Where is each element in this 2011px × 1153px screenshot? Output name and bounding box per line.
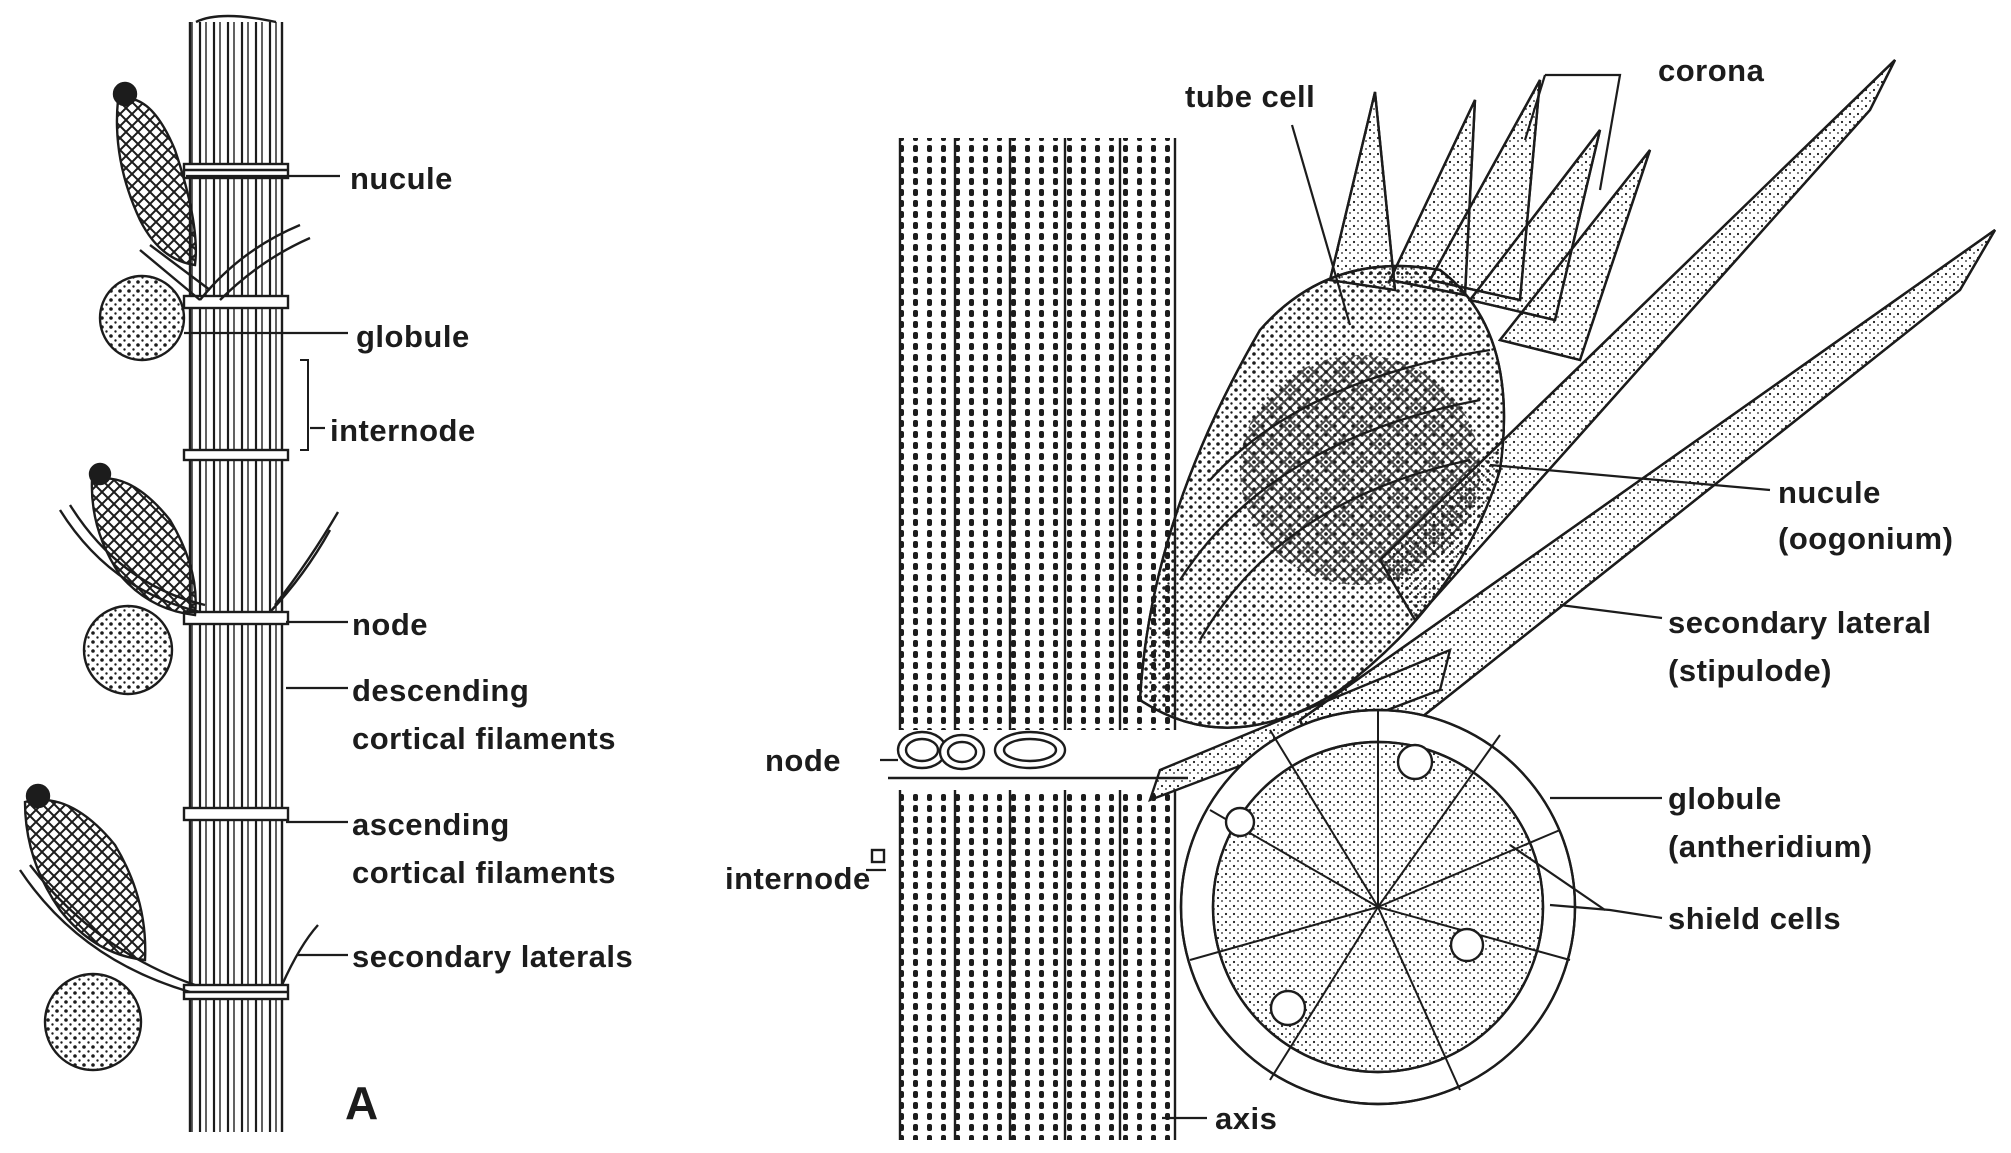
label-b-shield-cells: shield cells xyxy=(1668,900,1841,938)
panel-b-axis xyxy=(872,138,1188,1140)
label-a-ascending-cortical: cortical filaments xyxy=(352,854,616,892)
label-b-corona: corona xyxy=(1658,52,1764,90)
label-b-internode: internode xyxy=(725,860,871,898)
panel-a-letter: A xyxy=(345,1084,379,1122)
label-b-node: node xyxy=(765,742,841,780)
panel-a-globule-2 xyxy=(84,606,172,694)
label-a-internode: internode xyxy=(330,412,476,450)
label-a-descending-cortical: cortical filaments xyxy=(352,720,616,758)
panel-b-globule xyxy=(1181,710,1575,1104)
panel-b-drawing xyxy=(866,60,1995,1140)
label-a-descending: descending xyxy=(352,672,529,710)
label-a-nucule: nucule xyxy=(350,160,453,198)
panel-a-globule-1 xyxy=(100,276,184,360)
label-b-stipulode: (stipulode) xyxy=(1668,652,1832,690)
label-b-nucule: nucule xyxy=(1778,474,1881,512)
label-b-axis: axis xyxy=(1215,1100,1277,1138)
label-a-globule: globule xyxy=(356,318,470,356)
label-b-globule: globule xyxy=(1668,780,1782,818)
label-b-secondary-lateral: secondary lateral xyxy=(1668,604,1932,642)
panel-a-drawing xyxy=(20,16,348,1132)
label-a-ascending: ascending xyxy=(352,806,510,844)
label-b-tube-cell: tube cell xyxy=(1185,78,1315,116)
label-a-node: node xyxy=(352,606,428,644)
panel-a-globule-3 xyxy=(45,974,141,1070)
label-a-secondary-laterals: secondary laterals xyxy=(352,938,633,976)
panel-a-axis xyxy=(184,16,308,1132)
label-b-oogonium: (oogonium) xyxy=(1778,520,1953,558)
label-b-antheridium: (antheridium) xyxy=(1668,828,1873,866)
